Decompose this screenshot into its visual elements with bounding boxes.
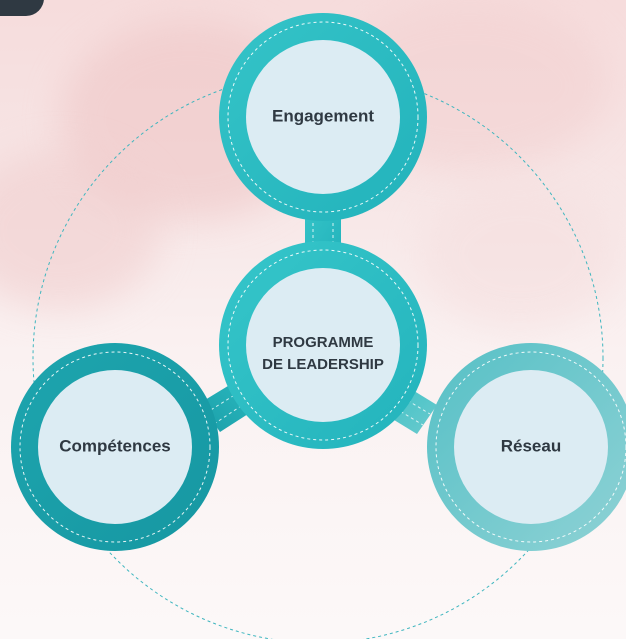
background-photo-blur xyxy=(420,180,620,330)
node-reseau-label: Réseau xyxy=(501,436,561,455)
background-photo-blur xyxy=(0,150,160,310)
node-engagement: Engagement xyxy=(219,13,427,221)
orbit-ring xyxy=(32,72,604,639)
node-programme-label-line1: PROGRAMME xyxy=(273,334,374,351)
node-competences-label: Compétences xyxy=(59,436,170,455)
node-programme-label-line2: DE LEADERSHIP xyxy=(262,356,384,373)
node-engagement-label: Engagement xyxy=(272,106,374,125)
node-competences: Compétences xyxy=(11,343,219,551)
corner-badge xyxy=(0,0,44,16)
node-reseau: Réseau xyxy=(427,343,626,551)
node-programme-leadership: PROGRAMME DE LEADERSHIP xyxy=(219,241,427,449)
